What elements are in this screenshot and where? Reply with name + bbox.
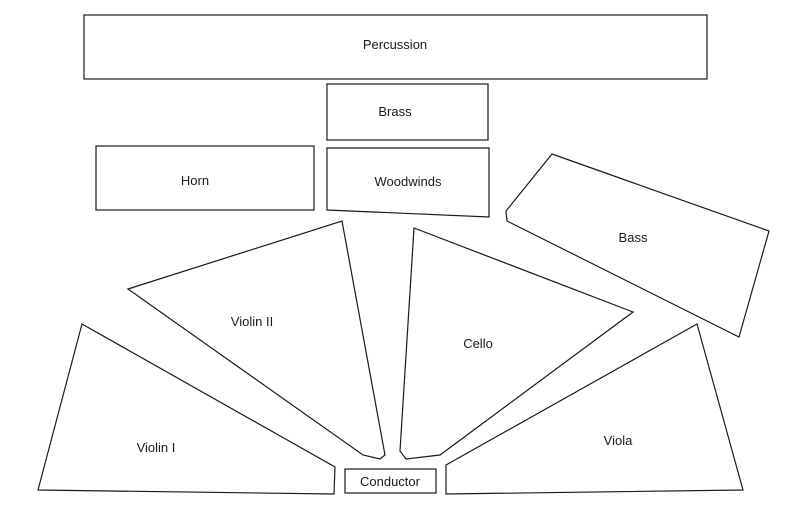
woodwinds-label: Woodwinds	[375, 174, 442, 189]
conductor-label: Conductor	[360, 474, 421, 489]
violin-i-area	[37, 323, 336, 495]
section-violin-ii: Violin II	[126, 220, 386, 460]
violin-i-label: Violin I	[137, 440, 176, 455]
section-violin-i: Violin I	[37, 323, 336, 495]
violin-ii-label: Violin II	[231, 314, 273, 329]
violin-ii-area	[126, 220, 386, 460]
cello-label: Cello	[463, 336, 493, 351]
horn-label: Horn	[181, 173, 209, 188]
section-percussion: Percussion	[83, 14, 708, 80]
horn-area	[95, 145, 315, 211]
section-conductor: Conductor	[344, 468, 437, 494]
cello-area	[399, 227, 635, 460]
woodwinds-area	[326, 147, 490, 218]
brass-area	[326, 83, 489, 141]
brass-label: Brass	[378, 104, 412, 119]
viola-area	[445, 323, 744, 495]
section-cello: Cello	[399, 227, 635, 460]
conductor-area	[344, 468, 437, 494]
section-woodwinds: Woodwinds	[326, 147, 490, 218]
bass-area	[505, 153, 770, 338]
percussion-label: Percussion	[363, 37, 427, 52]
section-viola: Viola	[445, 323, 744, 495]
percussion-area	[83, 14, 708, 80]
viola-label: Viola	[604, 433, 633, 448]
bass-label: Bass	[619, 230, 648, 245]
section-horn: Horn	[95, 145, 315, 211]
section-brass: Brass	[326, 83, 489, 141]
section-bass: Bass	[505, 153, 770, 338]
